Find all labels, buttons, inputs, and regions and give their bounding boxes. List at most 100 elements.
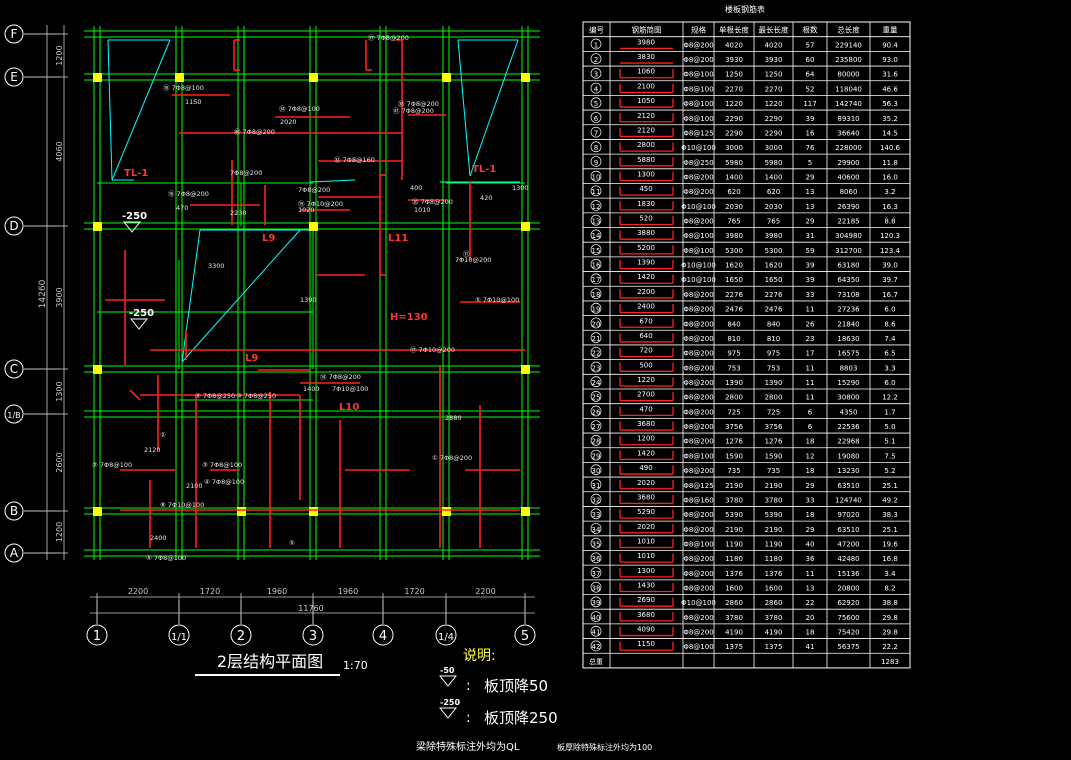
col-spacing-dim: 2200 <box>128 587 148 596</box>
column <box>442 507 451 516</box>
col-axis-bubble <box>86 624 108 646</box>
rebar-annotation: ⑯ 7Φ8@200 <box>168 190 209 198</box>
row-spacing-dim: 1200 <box>55 45 64 65</box>
column <box>93 365 102 374</box>
column <box>521 73 530 82</box>
rebar-annotation: 1150 <box>185 98 202 106</box>
rebar-annotation: ㊳ 7Φ8@200 <box>398 100 439 108</box>
row-axis-label: E <box>10 70 18 84</box>
col-axis-bubble <box>372 624 394 646</box>
column <box>309 73 318 82</box>
beam-label: L9 <box>245 353 258 364</box>
col-axis-label: 2 <box>237 629 245 644</box>
column <box>521 507 530 516</box>
col-axis-label: 1 <box>93 629 101 644</box>
rebar-annotation: ⑩ 7Φ8@250 <box>236 392 276 400</box>
column <box>93 222 102 231</box>
col-axis-label: 1/4 <box>438 632 454 643</box>
rebar-annotation: 7Φ10@100 <box>332 385 368 393</box>
column <box>521 365 530 374</box>
note-text: 板顶降250 <box>484 709 558 727</box>
col-axis-label: 5 <box>521 629 529 644</box>
row-axis-label: F <box>11 27 18 41</box>
row-spacing-dim: 1300 <box>55 381 64 401</box>
rebar-annotation: ② 7Φ8@100 <box>92 461 132 469</box>
rebar-annotation: 2020 <box>280 118 297 126</box>
rebar-annotation: 1390 <box>300 296 317 304</box>
row-axis-bubble <box>4 216 24 236</box>
note-colon: : <box>466 678 471 694</box>
col-spacing-dim: 1960 <box>338 587 358 596</box>
row-axis-bubble <box>4 501 24 521</box>
slab-line <box>457 39 471 177</box>
rebar-annotation: ⑤ <box>289 539 295 547</box>
footer-note: 板厚除特殊标注外均为100 <box>557 742 652 752</box>
rebar-annotation: 400 <box>410 184 422 192</box>
rebar-annotation: 7Φ8@200 <box>298 186 330 194</box>
rebar-annotation: ② <box>160 431 166 439</box>
rebar-annotation: 2230 <box>230 209 247 217</box>
rebar-annotation: 2100 <box>186 482 203 490</box>
row-spacing-dim: 4060 <box>55 141 64 161</box>
slab-line <box>309 179 356 183</box>
row-spacing-dim: 1200 <box>55 522 64 542</box>
col-axis-label: 4 <box>379 629 387 644</box>
level-triangle <box>438 707 458 719</box>
column <box>237 507 246 516</box>
row-spacing-dim: 3900 <box>55 287 64 307</box>
note-colon: : <box>466 710 471 726</box>
col-axis-bubble <box>514 624 536 646</box>
row-total-dim: 14260 <box>38 279 48 308</box>
row-axis-label: D <box>9 219 18 233</box>
row-axis-label: 1/B <box>7 411 20 420</box>
rebar-annotation: 2120 <box>144 446 161 454</box>
rebar-annotation: 1300 <box>512 184 529 192</box>
tl-label: TL-1 <box>472 164 496 175</box>
rebar-annotation: 2880 <box>445 414 462 422</box>
col-spacing-dim: 2200 <box>475 587 495 596</box>
note-level: -250 <box>440 698 460 707</box>
rebar-annotation: ⑳ 7Φ8@200 <box>412 198 453 206</box>
rebar-annotation: ⑤ 7Φ10@100 <box>475 296 519 304</box>
column <box>442 73 451 82</box>
rebar-annotation: ⑤ 7Φ8@100 <box>146 554 186 562</box>
rebar-annotation: ㊲ 7Φ8@200 <box>368 34 409 42</box>
level-triangle <box>438 675 458 687</box>
rebar-segment <box>129 389 141 401</box>
col-axis-bubble <box>230 624 252 646</box>
level-triangle <box>122 221 142 233</box>
slab-line <box>469 39 519 177</box>
col-spacing-dim: 1720 <box>404 587 424 596</box>
rebar-annotation: ⑯ 7Φ8@100 <box>163 84 204 92</box>
col-axis-bubble <box>302 624 324 646</box>
col-total-dim: 11760 <box>298 604 323 613</box>
beam-label: L9 <box>262 233 275 244</box>
rebar-annotation: ⑲ 7Φ10@200 <box>298 200 343 208</box>
tl-label: TL-1 <box>124 168 148 179</box>
slab-line <box>107 39 113 181</box>
note-level: -50 <box>440 666 455 675</box>
slab-thickness-label: H=130 <box>390 312 428 323</box>
level-label: -250 <box>129 308 154 319</box>
row-axis-label: A <box>10 546 19 560</box>
col-axis-label: 3 <box>309 629 317 644</box>
rebar-annotation: ③ 7Φ8@100 <box>202 461 242 469</box>
plan-title: 2层结构平面图 <box>217 652 323 671</box>
row-axis-label: C <box>10 362 18 376</box>
col-axis-bubble <box>435 624 457 646</box>
column <box>93 507 102 516</box>
rebar-annotation: ㊵ 7Φ8@200 <box>234 128 275 136</box>
rebar-annotation: ⑨ 7Φ8@250 <box>195 392 235 400</box>
slab-line <box>181 229 201 363</box>
footer-note: 梁除特殊标注外均为QL <box>416 740 520 753</box>
col-axis-bubble <box>168 624 190 646</box>
rebar-annotation: 1400 <box>303 385 320 393</box>
rebar-annotation: 3300 <box>208 262 225 270</box>
col-spacing-dim: 1960 <box>267 587 287 596</box>
column <box>93 73 102 82</box>
notes-title: 说明: <box>463 648 496 664</box>
rebar-annotation: ④ 7Φ8@100 <box>204 478 244 486</box>
row-axis-label: B <box>10 504 18 518</box>
row-axis-bubble <box>4 359 24 379</box>
